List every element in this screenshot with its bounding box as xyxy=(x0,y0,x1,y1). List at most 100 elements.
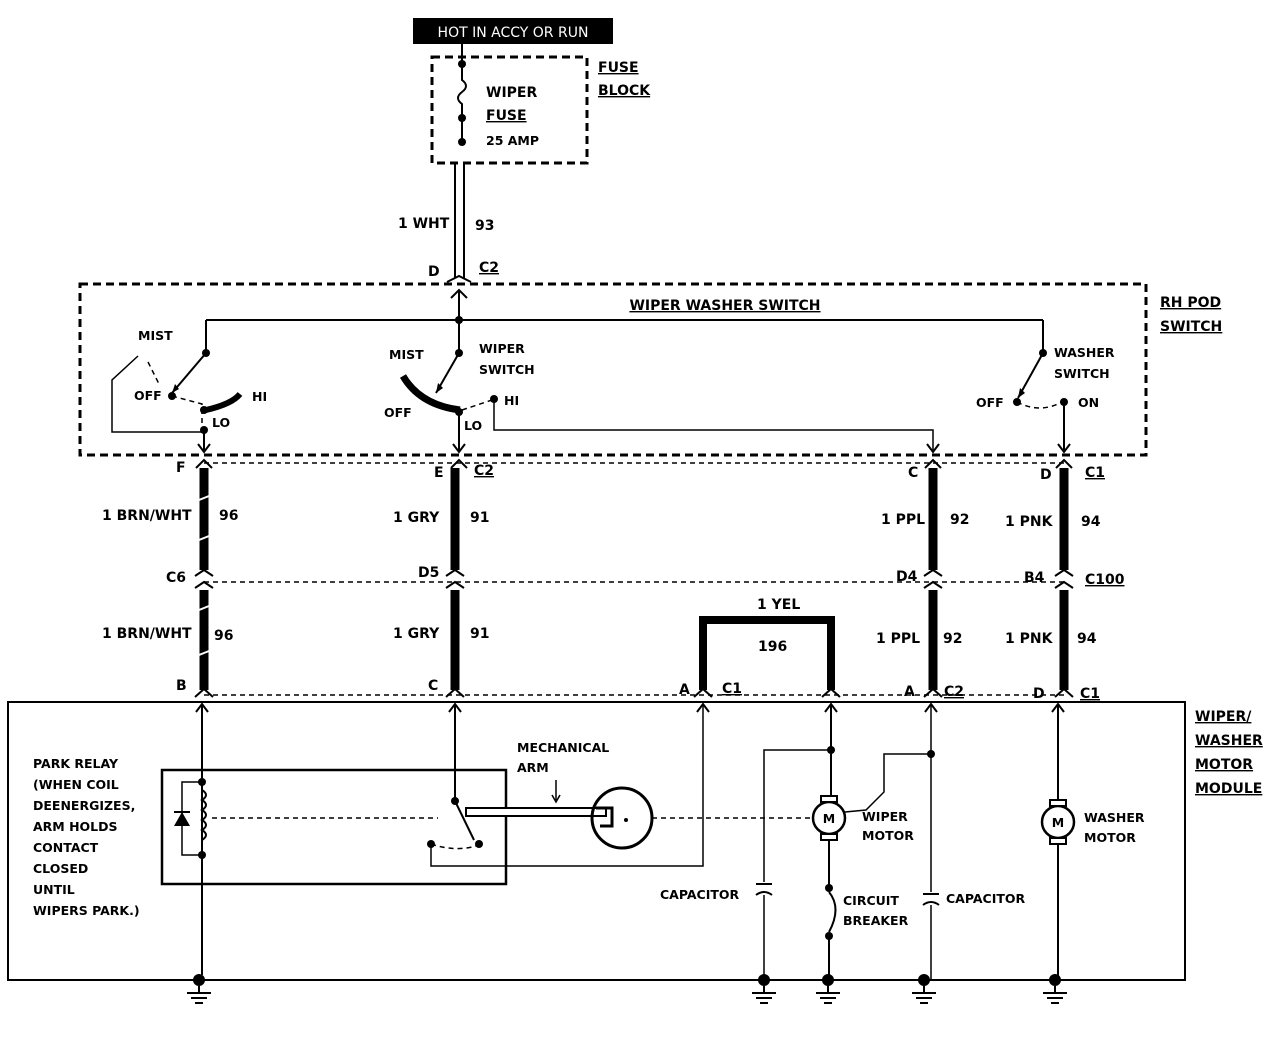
lower-wire-96-color: 1 BRN/WHT xyxy=(102,626,192,642)
ground-icon xyxy=(1043,974,1067,1004)
hi-center-label: HI xyxy=(504,393,519,408)
fuse-name-line1: WIPER xyxy=(486,85,537,101)
mid-pin-d4: D4 xyxy=(896,569,918,585)
lower-wire-91-color: 1 GRY xyxy=(393,626,440,642)
yel-wire-circuit: 196 xyxy=(758,639,787,655)
mid-pin-d5: D5 xyxy=(418,565,439,581)
rh-pod-label-2: SWITCH xyxy=(1160,319,1222,335)
upper-wire-92-color: 1 PPL xyxy=(881,512,925,528)
feed-wire-circuit: 93 xyxy=(475,218,494,234)
fuse-symbol xyxy=(457,64,467,116)
lower-wire-96-circuit: 96 xyxy=(214,628,233,644)
lower-connector: B C A C1 A C2 D C1 xyxy=(176,678,1100,702)
park-relay-line-6: CLOSED xyxy=(33,861,88,876)
mechanical-arm xyxy=(465,807,607,817)
module-label-1: WIPER/ xyxy=(1195,709,1252,725)
upper-wire-91-circuit: 91 xyxy=(470,510,489,526)
upper-connector-name-2: C1 xyxy=(1085,465,1105,481)
wiper-motor-label-2: MOTOR xyxy=(862,828,914,843)
upper-wire-91-color: 1 GRY xyxy=(393,510,440,526)
upper-wire-96-color: 1 BRN/WHT xyxy=(102,508,192,524)
mech-arm-label-2: ARM xyxy=(517,760,549,775)
mid-connector-name: C100 xyxy=(1085,572,1125,588)
upper-wire-92-circuit: 92 xyxy=(950,512,969,528)
park-relay-line-1: PARK RELAY xyxy=(33,756,119,771)
lower-pin-a1: A xyxy=(679,682,690,698)
park-relay-line-2: (WHEN COIL xyxy=(33,777,119,792)
relay-coil-icon xyxy=(200,789,207,841)
upper-wire-94-circuit: 94 xyxy=(1081,514,1101,530)
lower-connector-name-1: C1 xyxy=(722,681,742,697)
park-relay-line-7: UNTIL xyxy=(33,882,75,897)
feed-wire-color: 1 WHT xyxy=(398,216,450,232)
lower-pin-b: B xyxy=(176,678,187,694)
lower-pin-a2: A xyxy=(904,684,915,700)
park-relay-line-5: CONTACT xyxy=(33,840,99,855)
lo-center-label: LO xyxy=(464,418,482,433)
washer-motor-label-1: WASHER xyxy=(1084,810,1145,825)
upper-pin-f: F xyxy=(176,460,186,476)
lower-wire-94-circuit: 94 xyxy=(1077,631,1097,647)
yel-wire-color: 1 YEL xyxy=(757,597,800,613)
feed-wire-pin: D xyxy=(428,264,440,280)
washer-motor-label-2: MOTOR xyxy=(1084,830,1136,845)
upper-pin-d: D xyxy=(1040,467,1052,483)
upper-connector: F E C2 C D C1 xyxy=(176,458,1105,483)
fuse-block-label-2: BLOCK xyxy=(598,83,651,99)
park-relay-line-8: WIPERS PARK.) xyxy=(33,903,140,918)
motor-module: WIPER/ WASHER MOTOR MODULE PARK RELAY (W… xyxy=(7,701,1263,981)
washer-switch-label-2: SWITCH xyxy=(1054,366,1110,381)
mist-left-label: MIST xyxy=(138,328,173,343)
fuse-block-label-1: FUSE xyxy=(598,60,639,76)
wiper-motor-symbol: M xyxy=(823,811,835,826)
park-relay-line-3: DEENERGIZES, xyxy=(33,798,135,813)
upper-pin-c: C xyxy=(908,465,918,481)
upper-wires: 1 BRN/WHT 96 1 GRY 91 1 PPL 92 1 PNK 94 xyxy=(102,468,1101,570)
mech-arm-label-1: MECHANICAL xyxy=(517,740,609,755)
ground-icon xyxy=(912,974,936,1004)
feed-wire: 1 WHT 93 D C2 xyxy=(398,163,499,299)
park-relay-line-4: ARM HOLDS xyxy=(33,819,118,834)
fuse-block: WIPER FUSE 25 AMP FUSE BLOCK xyxy=(430,44,651,165)
upper-connector-name: C2 xyxy=(474,463,494,479)
yel-wire xyxy=(699,616,835,690)
cam-wheel xyxy=(590,786,654,850)
lower-wire-92-color: 1 PPL xyxy=(876,631,920,647)
lower-wire-91-circuit: 91 xyxy=(470,626,489,642)
upper-wire-94-color: 1 PNK xyxy=(1005,514,1054,530)
park-relay-box xyxy=(160,768,508,886)
lower-pin-c: C xyxy=(428,678,438,694)
wiper-motor-label-1: WIPER xyxy=(862,809,908,824)
lower-wire-92-circuit: 92 xyxy=(943,631,962,647)
upper-pin-e: E xyxy=(434,465,444,481)
rh-pod-switch: RH POD SWITCH WIPER WASHER SWITCH MIST O… xyxy=(78,282,1222,457)
circuit-breaker-icon xyxy=(828,891,837,933)
power-banner: HOT IN ACCY OR RUN xyxy=(413,18,613,44)
mist-center-label: MIST xyxy=(389,347,424,362)
rh-pod-label-1: RH POD xyxy=(1160,295,1221,311)
on-washer-label: ON xyxy=(1078,395,1099,410)
lower-wire-94-color: 1 PNK xyxy=(1005,631,1054,647)
ground-icon xyxy=(816,974,840,1004)
fuse-rating: 25 AMP xyxy=(486,133,539,148)
washer-switch-label-1: WASHER xyxy=(1054,345,1115,360)
mid-pin-c6: C6 xyxy=(166,570,186,586)
capacitor-left-label: CAPACITOR xyxy=(660,887,740,902)
wiper-switch-label-2: SWITCH xyxy=(479,362,535,377)
off-left-label: OFF xyxy=(134,388,162,403)
diode-icon xyxy=(174,812,190,826)
breaker-label-1: CIRCUIT xyxy=(843,893,899,908)
module-label-2: WASHER xyxy=(1195,733,1263,749)
mid-pin-b4: B4 xyxy=(1024,570,1045,586)
lower-wires: 1 BRN/WHT 96 1 GRY 91 1 PPL 92 1 PNK 94 … xyxy=(102,590,1097,690)
capacitor-right-label: CAPACITOR xyxy=(946,891,1026,906)
module-label-4: MODULE xyxy=(1195,781,1262,797)
wiper-washer-switch-title: WIPER WASHER SWITCH xyxy=(629,298,820,314)
lower-connector-name-2: C2 xyxy=(944,684,964,700)
breaker-label-2: BREAKER xyxy=(843,913,909,928)
upper-wire-96-circuit: 96 xyxy=(219,508,238,524)
fuse-name-line2: FUSE xyxy=(486,108,527,124)
module-label-3: MOTOR xyxy=(1195,757,1253,773)
wiper-switch-label-1: WIPER xyxy=(479,341,525,356)
